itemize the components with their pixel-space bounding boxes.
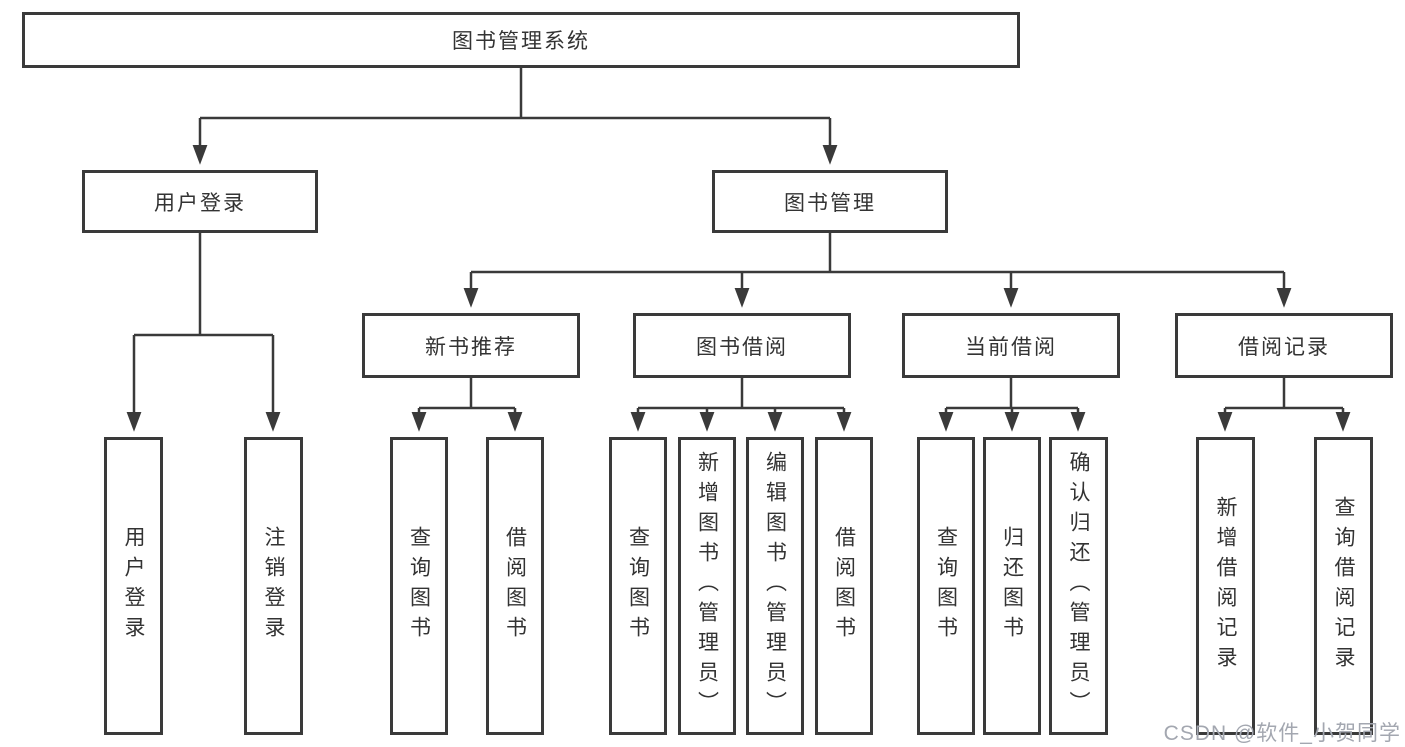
leaf-query-borrow-record-label: 查询借阅记录 (1332, 496, 1355, 676)
leaf-query-books-recommend: 查询图书 (390, 437, 448, 735)
node-new-book-recommend: 新书推荐 (362, 313, 580, 378)
node-book-borrow: 图书借阅 (633, 313, 851, 378)
leaf-query-books-borrow: 查询图书 (609, 437, 667, 735)
leaf-user-login-label: 用户登录 (122, 526, 145, 646)
leaf-edit-books-admin-label: 编辑图书（管理员） (763, 451, 787, 721)
node-book-management-label: 图书管理 (784, 191, 876, 215)
node-root-label: 图书管理系统 (452, 30, 590, 53)
leaf-add-books-admin-label: 新增图书（管理员） (695, 451, 719, 721)
node-current-borrow: 当前借阅 (902, 313, 1120, 378)
leaf-query-books-recommend-label: 查询图书 (407, 526, 431, 646)
node-user-login: 用户登录 (82, 170, 318, 233)
leaf-logout: 注销登录 (244, 437, 303, 735)
watermark: CSDN @软件_小贺同学 (1163, 722, 1401, 745)
leaf-borrow-books-recommend-label: 借阅图书 (503, 526, 527, 646)
leaf-user-login: 用户登录 (104, 437, 163, 735)
leaf-add-borrow-record-label: 新增借阅记录 (1214, 496, 1237, 676)
node-current-borrow-label: 当前借阅 (965, 335, 1057, 359)
leaf-edit-books-admin: 编辑图书（管理员） (746, 437, 804, 735)
leaf-query-books-current: 查询图书 (917, 437, 975, 735)
node-book-management: 图书管理 (712, 170, 948, 233)
leaf-logout-label: 注销登录 (262, 526, 285, 646)
leaf-borrow-books: 借阅图书 (815, 437, 873, 735)
leaf-borrow-books-recommend: 借阅图书 (486, 437, 544, 735)
node-user-login-label: 用户登录 (154, 191, 246, 215)
leaf-add-books-admin: 新增图书（管理员） (678, 437, 736, 735)
leaf-confirm-return-admin-label: 确认归还（管理员） (1067, 451, 1090, 721)
node-new-book-recommend-label: 新书推荐 (425, 335, 517, 359)
leaf-return-books-label: 归还图书 (1000, 526, 1024, 646)
node-book-borrow-label: 图书借阅 (696, 335, 788, 359)
leaf-add-borrow-record: 新增借阅记录 (1196, 437, 1255, 735)
leaf-confirm-return-admin: 确认归还（管理员） (1049, 437, 1108, 735)
leaf-return-books: 归还图书 (983, 437, 1041, 735)
leaf-borrow-books-label: 借阅图书 (832, 526, 856, 646)
leaf-query-books-current-label: 查询图书 (934, 526, 958, 646)
node-borrow-records-label: 借阅记录 (1238, 335, 1330, 359)
leaf-query-borrow-record: 查询借阅记录 (1314, 437, 1373, 735)
node-root: 图书管理系统 (22, 12, 1020, 68)
node-borrow-records: 借阅记录 (1175, 313, 1393, 378)
leaf-query-books-borrow-label: 查询图书 (626, 526, 650, 646)
